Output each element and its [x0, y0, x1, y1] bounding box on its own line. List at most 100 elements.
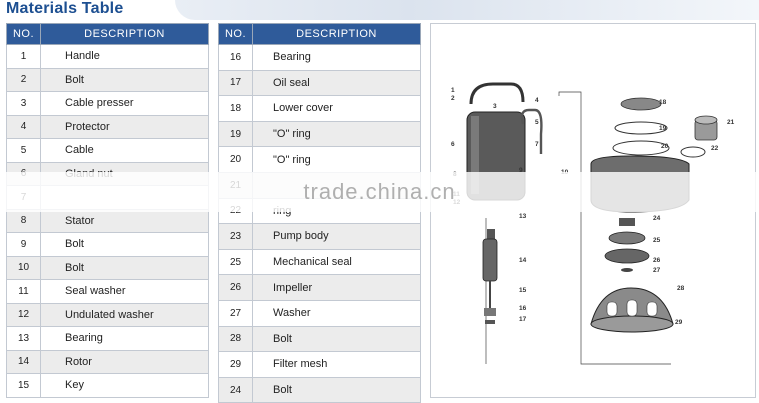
callout-label: 9	[519, 167, 523, 174]
ring-part	[680, 146, 706, 158]
part-description: Bearing	[252, 44, 421, 71]
column-header-description: DESCRIPTION	[252, 23, 421, 45]
filter-mesh-base	[590, 315, 674, 333]
washer-part	[621, 268, 633, 272]
callout-label: 7	[535, 141, 539, 148]
callout-label: 2	[451, 95, 455, 102]
callout-label: 18	[659, 99, 667, 106]
callout-label: 20	[661, 143, 669, 150]
part-description: Handle	[40, 44, 209, 69]
part-number: 26	[218, 274, 253, 301]
part-number: 4	[6, 114, 41, 139]
mesh-opening	[606, 301, 618, 317]
callout-label: 15	[519, 287, 527, 294]
part-description: Washer	[252, 299, 421, 327]
part-description: Rotor	[40, 349, 209, 374]
part-description: Bolt	[40, 232, 209, 257]
outlet-rim	[694, 115, 718, 125]
callout-label: 6	[451, 141, 455, 148]
callout-label: 14	[519, 257, 527, 264]
part-description: Bolt	[252, 325, 421, 353]
callout-label: 26	[653, 257, 661, 264]
part-number: 16	[218, 44, 253, 71]
table-row: 19"O" ring	[218, 120, 421, 148]
part-description: Cable presser	[40, 91, 209, 116]
mesh-opening	[626, 299, 638, 317]
callout-label: 16	[519, 305, 527, 312]
part-number: 14	[6, 349, 41, 374]
part-number: 19	[218, 120, 253, 148]
housing-highlight	[471, 116, 479, 194]
part-number: 15	[6, 373, 41, 398]
callout-label: 5	[535, 119, 539, 126]
bearing-part	[484, 308, 496, 316]
o-ring-part	[614, 121, 668, 135]
part-number: 5	[6, 138, 41, 163]
bolt-part	[619, 218, 635, 226]
callout-label: 24	[653, 215, 661, 222]
part-number: 29	[218, 351, 253, 378]
part-description: Mechanical seal	[252, 248, 421, 276]
part-number: 8	[6, 208, 41, 233]
part-number: 20	[218, 146, 253, 173]
part-number: 27	[218, 299, 253, 327]
callout-label: 21	[727, 119, 735, 126]
rotor-part	[482, 238, 498, 282]
part-description: Filter mesh	[252, 351, 421, 378]
part-number: 10	[6, 255, 41, 280]
callout-label: 1	[451, 87, 455, 94]
callout-label: 27	[653, 267, 661, 274]
part-number: 13	[6, 326, 41, 351]
callout-label: 13	[519, 213, 527, 220]
part-description: Key	[40, 373, 209, 398]
part-description: Lower cover	[252, 95, 421, 122]
part-number: 9	[6, 232, 41, 257]
part-number: 1	[6, 44, 41, 69]
mesh-opening	[646, 301, 658, 317]
callout-label: 29	[675, 319, 683, 326]
part-description: Bolt	[252, 376, 421, 403]
column-header-description: DESCRIPTION	[40, 23, 209, 45]
part-description: Stator	[40, 208, 209, 233]
bearing-part	[487, 229, 495, 241]
column-header-no: NO.	[218, 23, 253, 45]
part-description: Pump body	[252, 223, 421, 250]
page-title: Materials Table	[6, 0, 124, 17]
header-decoration	[175, 0, 759, 20]
assembly-line	[558, 91, 671, 365]
part-description: Cable	[40, 138, 209, 163]
part-description: Undulated washer	[40, 302, 209, 327]
pump-parts-drawing: 1234567891011121314151617181920212224252…	[451, 82, 735, 365]
callout-label: 3	[493, 103, 497, 110]
callout-label: 4	[535, 97, 539, 104]
part-number: 2	[6, 67, 41, 92]
part-description: Protector	[40, 114, 209, 139]
callout-label: 28	[677, 285, 685, 292]
part-description: Bolt	[40, 67, 209, 92]
impeller-part	[604, 248, 650, 264]
mechanical-seal-part	[608, 231, 646, 245]
part-number: 28	[218, 325, 253, 353]
callout-label: 19	[659, 125, 667, 132]
lower-cover-part	[620, 97, 662, 111]
part-description: Bearing	[40, 326, 209, 351]
